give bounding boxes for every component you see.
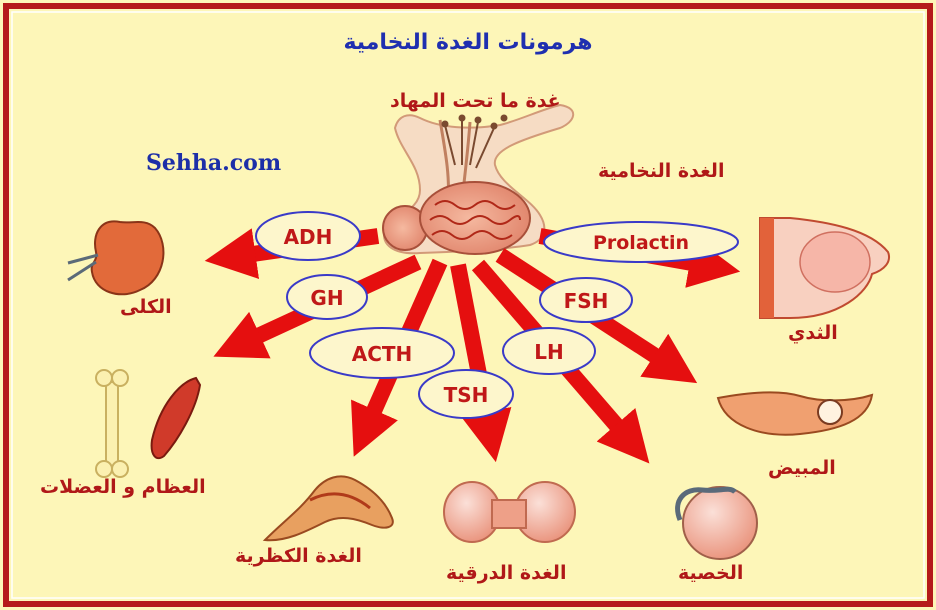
target-ovary: المبيض [768,457,836,479]
hormone-fsh: FSH [564,289,609,313]
target-bones-muscles: العظام و العضلات [40,476,206,498]
label-hypothalamus: غدة ما تحت المهاد [390,90,561,112]
page-title: هرمونات الغدة النخامية [0,30,936,55]
hormone-prolactin: Prolactin [593,232,689,254]
hormone-lh: LH [534,340,563,364]
hormone-gh: GH [310,286,343,310]
hormone-adh: ADH [284,225,333,249]
target-breast: الثدي [788,322,838,344]
label-pituitary: الغدة النخامية [598,160,724,182]
target-kidney: الكلى [120,296,172,318]
site-watermark: Sehha.com [146,150,281,176]
target-testis: الخصية [678,562,743,584]
hormone-acth: ACTH [352,342,413,366]
target-thyroid: الغدة الدرقية [446,562,566,584]
target-adrenal: الغدة الكظرية [235,545,362,567]
hormone-tsh: TSH [444,383,489,407]
